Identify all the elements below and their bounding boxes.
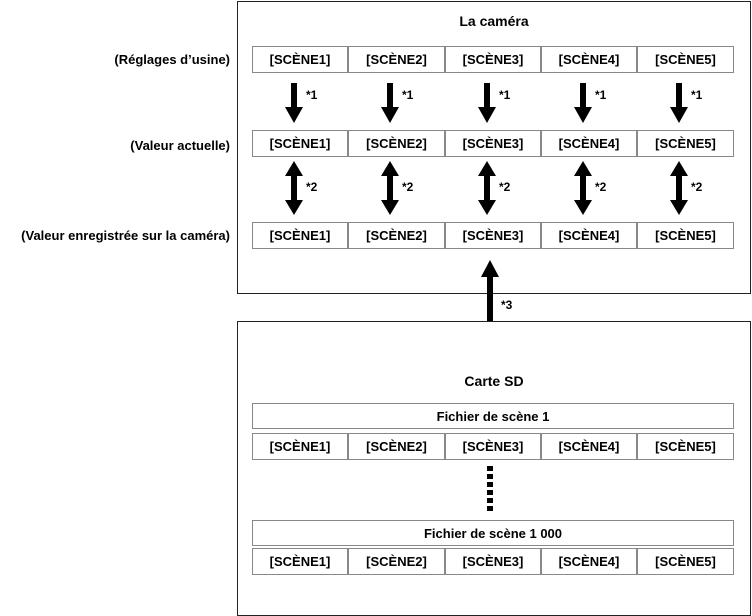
scene-cell: [SCÈNE1] — [252, 130, 348, 157]
scene-file-header: Fichier de scène 1 000 — [252, 520, 734, 546]
row-label-factory: (Réglages d’usine) — [114, 52, 230, 67]
double-arrow — [381, 161, 399, 215]
double-arrow — [478, 161, 496, 215]
arrow-note-1: *1 — [499, 88, 511, 102]
scene-cell: [SCÈNE2] — [348, 222, 445, 249]
double-arrow — [285, 161, 303, 215]
scene-cell: [SCÈNE5] — [637, 130, 734, 157]
arrow-note-2: *2 — [691, 180, 703, 194]
down-arrow — [670, 83, 688, 123]
arrow-note-2: *2 — [499, 180, 511, 194]
scene-cell: [SCÈNE2] — [348, 433, 445, 460]
scene-cell: [SCÈNE5] — [637, 46, 734, 73]
arrow-note-2: *2 — [595, 180, 607, 194]
down-arrow — [285, 83, 303, 123]
scene-cell: [SCÈNE4] — [541, 130, 637, 157]
scene-cell: [SCÈNE4] — [541, 433, 637, 460]
scene-cell: [SCÈNE3] — [445, 222, 541, 249]
scene-cell: [SCÈNE3] — [445, 130, 541, 157]
row-label-stored: (Valeur enregistrée sur la caméra) — [21, 228, 230, 243]
scene-cell: [SCÈNE4] — [541, 222, 637, 249]
scene-cell: [SCÈNE2] — [348, 130, 445, 157]
scene-cell: [SCÈNE3] — [445, 548, 541, 575]
transfer-double-arrow — [481, 260, 499, 348]
scene-cell: [SCÈNE5] — [637, 433, 734, 460]
scene-cell: [SCÈNE1] — [252, 222, 348, 249]
scene-cell: [SCÈNE1] — [252, 548, 348, 575]
down-arrow — [381, 83, 399, 123]
double-arrow — [670, 161, 688, 215]
scene-cell: [SCÈNE3] — [445, 433, 541, 460]
arrow-note-1: *1 — [402, 88, 414, 102]
arrow-note-1: *1 — [306, 88, 318, 102]
scene-cell: [SCÈNE1] — [252, 46, 348, 73]
vertical-ellipsis-dots — [487, 466, 493, 511]
arrow-note-1: *1 — [595, 88, 607, 102]
scene-cell: [SCÈNE2] — [348, 46, 445, 73]
scene-cell: [SCÈNE1] — [252, 433, 348, 460]
scene-cell: [SCÈNE5] — [637, 222, 734, 249]
down-arrow — [478, 83, 496, 123]
arrow-note-2: *2 — [306, 180, 318, 194]
sd-card-panel-title: Carte SD — [464, 373, 524, 389]
down-arrow — [574, 83, 592, 123]
scene-cell: [SCÈNE4] — [541, 46, 637, 73]
scene-cell: [SCÈNE2] — [348, 548, 445, 575]
arrow-note-2: *2 — [402, 180, 414, 194]
scene-cell: [SCÈNE5] — [637, 548, 734, 575]
row-label-current: (Valeur actuelle) — [130, 138, 230, 153]
arrow-note-1: *1 — [691, 88, 703, 102]
double-arrow — [574, 161, 592, 215]
transfer-note: *3 — [501, 298, 513, 312]
camera-panel-title: La caméra — [459, 13, 529, 29]
scene-cell: [SCÈNE3] — [445, 46, 541, 73]
scene-file-header: Fichier de scène 1 — [252, 403, 734, 429]
scene-cell: [SCÈNE4] — [541, 548, 637, 575]
